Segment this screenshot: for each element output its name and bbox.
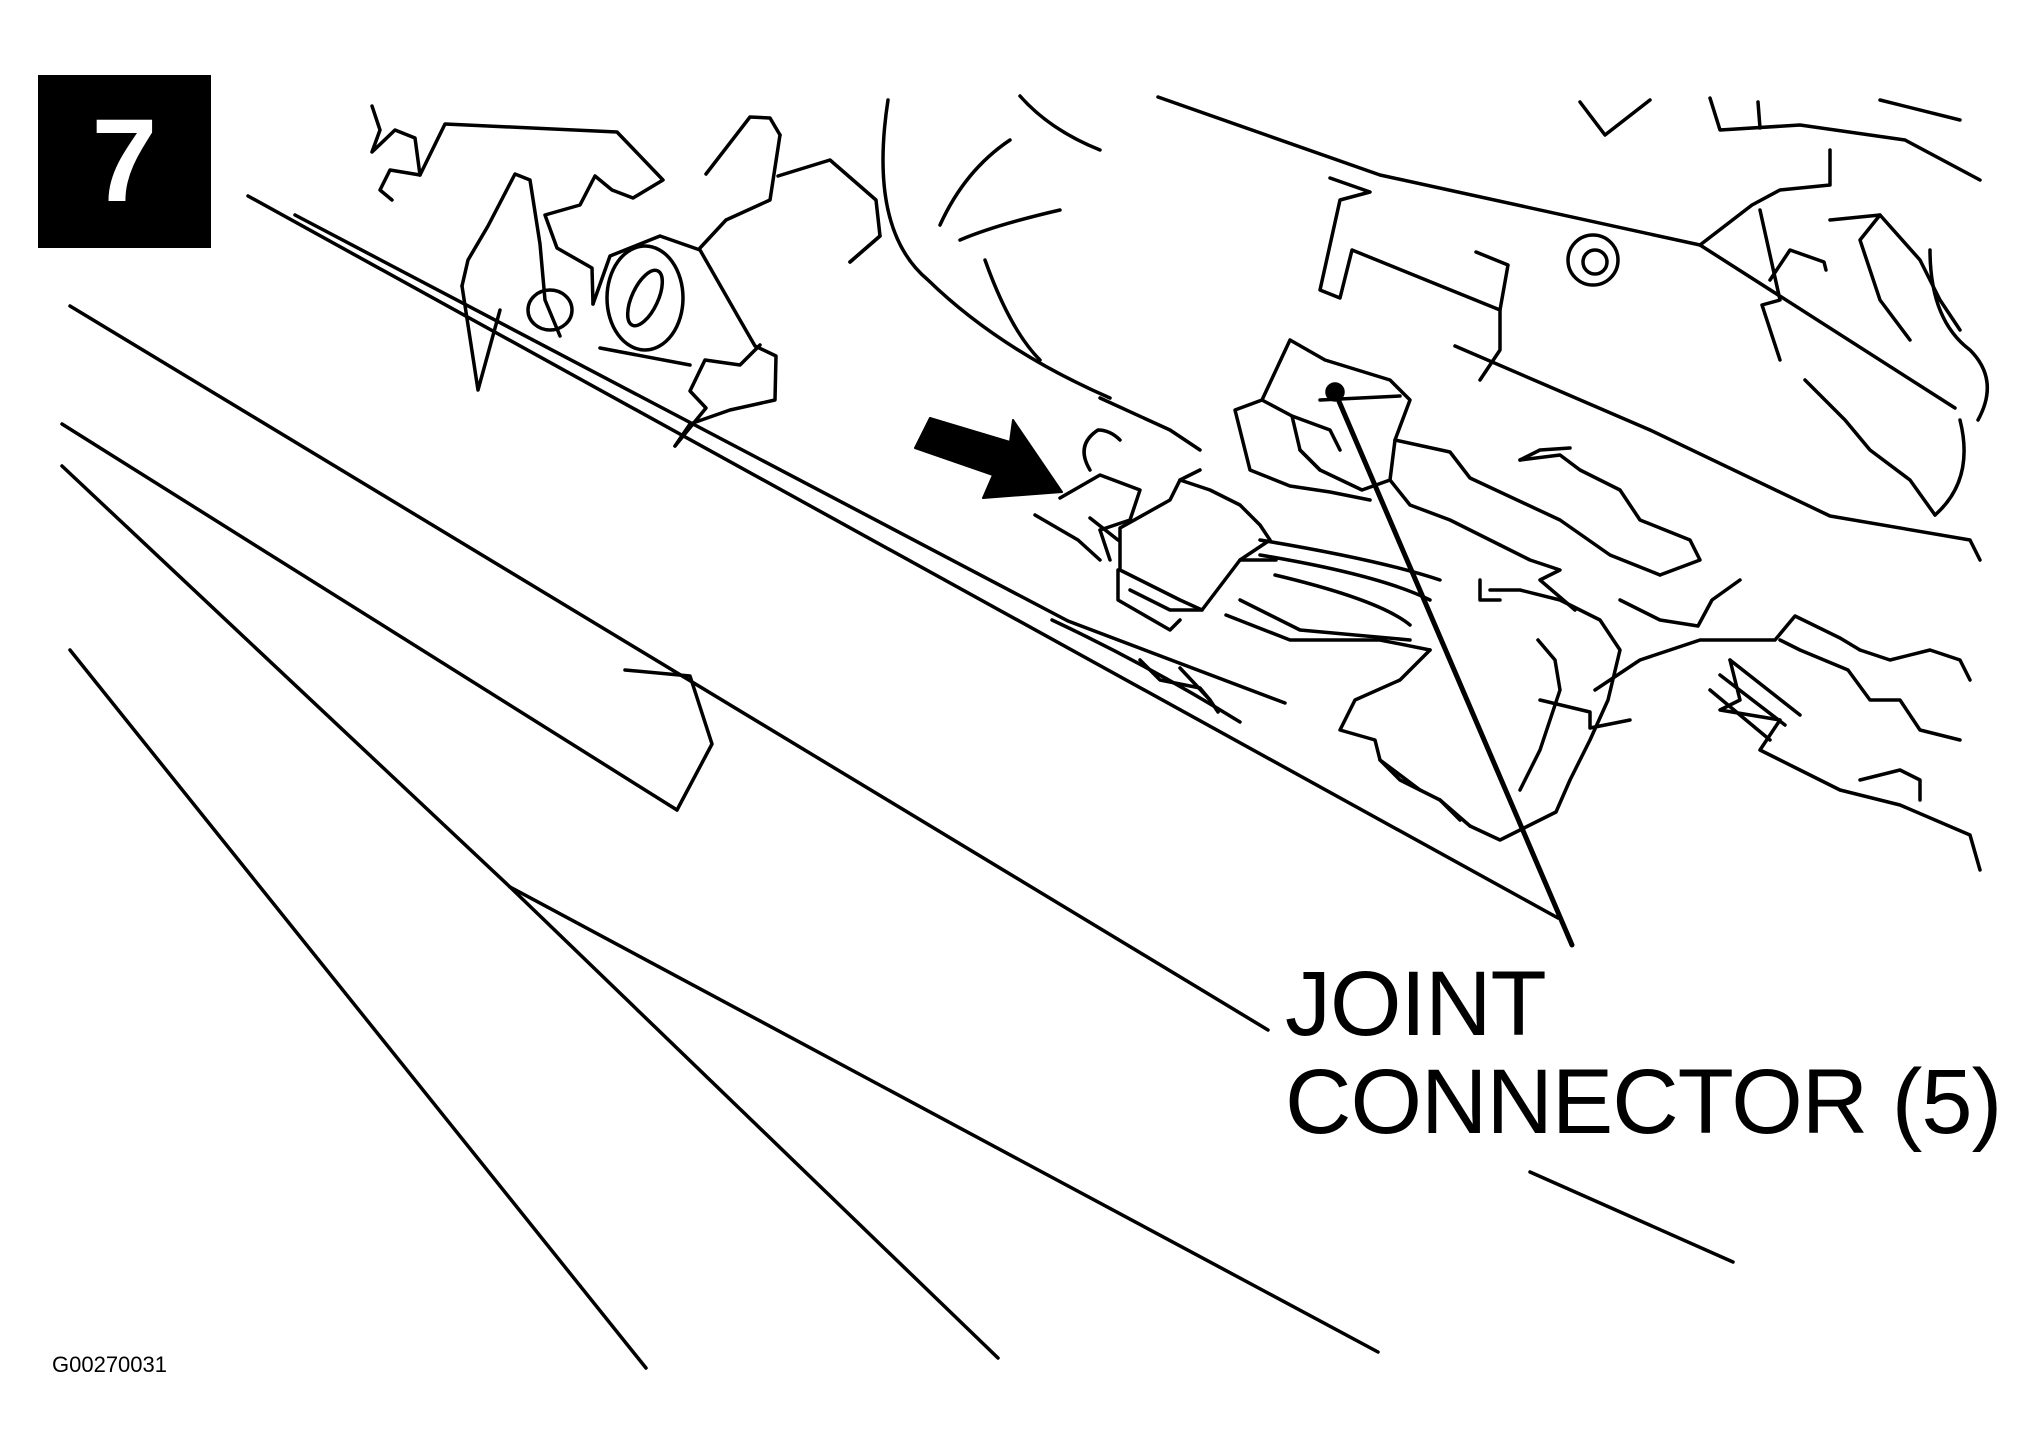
callout-line-1: JOINT xyxy=(1285,953,1547,1055)
harness-and-connector xyxy=(1033,338,1702,842)
step-number-badge: 7 xyxy=(38,75,211,248)
callout-leader xyxy=(1325,382,1575,948)
column-shroud xyxy=(881,94,1202,452)
lower-right-structure xyxy=(1538,578,1982,872)
arrow-right-down-icon xyxy=(914,417,1063,499)
upper-right-structure xyxy=(1156,95,1990,562)
dash-panel-edges xyxy=(60,304,1735,1370)
figure-code: G00270031 xyxy=(52,1352,167,1377)
callout-line-2: CONNECTOR (5) xyxy=(1285,1051,2002,1153)
mounting-bracket xyxy=(370,104,882,448)
joint-connector-callout: JOINT CONNECTOR (5) xyxy=(1285,953,2002,1153)
